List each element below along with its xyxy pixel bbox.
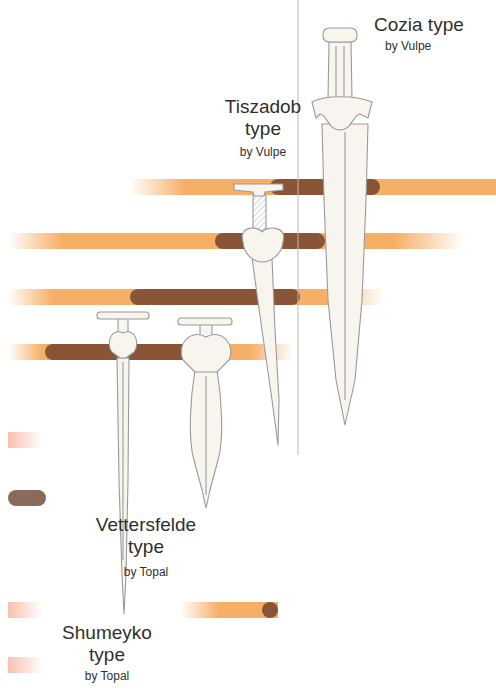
author-label: by Topal	[96, 566, 196, 580]
type-label: Cozia type	[374, 14, 492, 36]
type-label-slot: Shumeyko type	[55, 622, 159, 666]
type-label-slot: Tiszadob type	[219, 96, 307, 140]
type-label: Shumeyko type	[55, 622, 159, 666]
author-label-slot: by Topal	[96, 566, 196, 580]
type-label: Vettersfelde type	[84, 514, 208, 558]
author-label-slot: by Vulpe	[385, 40, 485, 54]
type-label: Tiszadob type	[219, 96, 307, 140]
author-label-slot: by Topal	[57, 670, 157, 684]
author-label: by Topal	[57, 670, 157, 684]
author-label: by Vulpe	[385, 40, 485, 54]
author-label-slot: by Vulpe	[213, 146, 313, 160]
type-label-slot: Vettersfelde type	[84, 514, 208, 558]
author-label: by Vulpe	[213, 146, 313, 160]
type-label-slot: Cozia type	[374, 14, 492, 36]
